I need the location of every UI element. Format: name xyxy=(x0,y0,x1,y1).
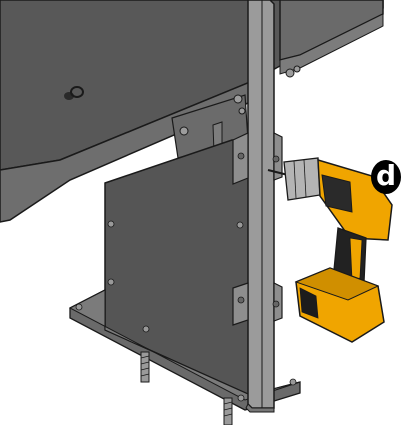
post-foot xyxy=(245,403,275,413)
vertical-post xyxy=(247,0,275,409)
threaded-rod-left xyxy=(140,351,150,383)
cable-clip-icon xyxy=(64,86,84,100)
bolt-icon xyxy=(75,303,297,402)
bolt-icon xyxy=(179,65,301,136)
tabletop-right-edge xyxy=(279,13,384,75)
step-badge-icon: d xyxy=(371,160,401,194)
vertical-panel xyxy=(104,139,251,397)
threaded-rod-right xyxy=(223,397,233,425)
lower-post-clamp xyxy=(232,282,283,326)
upper-post-clamp xyxy=(232,132,283,185)
